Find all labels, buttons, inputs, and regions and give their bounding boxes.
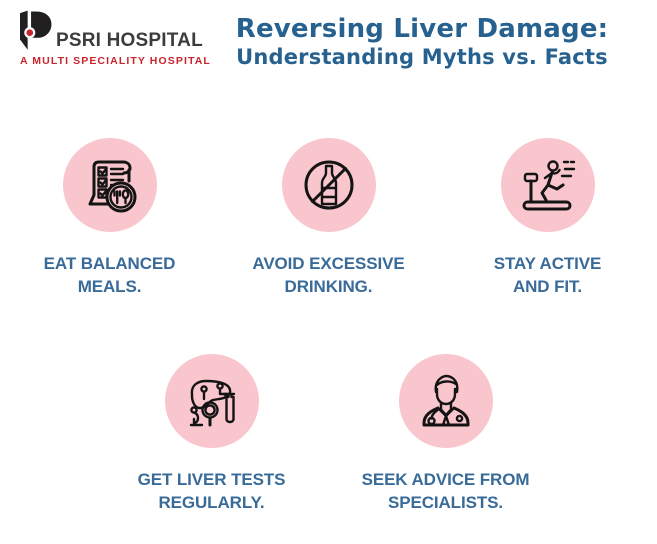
hospital-logo: PSRI HOSPITAL A MULTI SPECIALITY HOSPITA… xyxy=(20,10,220,67)
tips-row-2: GET LIVER TESTS REGULARLY. xyxy=(0,354,657,514)
tip-get-liver-tests: GET LIVER TESTS REGULARLY. xyxy=(95,354,329,514)
doctor-icon xyxy=(422,374,469,427)
tip-stay-active-and-fit: STAY ACTIVE AND FIT. xyxy=(438,138,657,298)
page-title: Reversing Liver Damage: Understanding My… xyxy=(222,14,622,70)
caption-line: EAT BALANCED xyxy=(43,254,176,273)
tip-circle xyxy=(398,354,493,448)
tip-circle xyxy=(500,138,595,232)
caption-line: MEALS. xyxy=(77,277,142,296)
meal-plan-checklist-icon xyxy=(88,160,136,213)
brand-tagline: A MULTI SPECIALITY HOSPITAL xyxy=(20,55,211,67)
tip-caption: GET LIVER TESTS REGULARLY. xyxy=(138,468,286,514)
tips-row-1: EAT BALANCED MEALS. AVOID EXCESSIVE DRIN… xyxy=(0,138,657,298)
tip-circle xyxy=(62,138,157,232)
caption-line: GET LIVER TESTS xyxy=(137,470,286,489)
caption-line: AVOID EXCESSIVE xyxy=(252,254,405,273)
tip-circle xyxy=(164,354,259,448)
tip-caption: STAY ACTIVE AND FIT. xyxy=(494,252,602,298)
tip-caption: EAT BALANCED MEALS. xyxy=(44,252,176,298)
tip-caption: SEEK ADVICE FROM SPECIALISTS. xyxy=(362,468,530,514)
title-line2: Understanding Myths vs. Facts xyxy=(236,45,608,70)
tip-eat-balanced-meals: EAT BALANCED MEALS. xyxy=(0,138,219,298)
psri-p-logo xyxy=(20,10,52,50)
caption-line: STAY ACTIVE xyxy=(493,254,602,273)
caption-line: REGULARLY. xyxy=(158,493,265,512)
caption-line: SEEK ADVICE FROM xyxy=(361,470,530,489)
brand-name: PSRI HOSPITAL xyxy=(56,30,203,51)
liver-test-icon xyxy=(189,379,235,427)
tip-seek-advice-specialists: SEEK ADVICE FROM SPECIALISTS. xyxy=(329,354,563,514)
title-line1: Reversing Liver Damage: xyxy=(235,14,609,44)
caption-line: AND FIT. xyxy=(512,277,583,296)
caption-line: DRINKING. xyxy=(284,277,373,296)
tip-circle xyxy=(281,138,376,232)
tip-caption: AVOID EXCESSIVE DRINKING. xyxy=(252,252,404,298)
no-alcohol-bottle-icon xyxy=(304,160,353,210)
tip-avoid-excessive-drinking: AVOID EXCESSIVE DRINKING. xyxy=(219,138,438,298)
treadmill-runner-icon xyxy=(522,160,575,211)
caption-line: SPECIALISTS. xyxy=(387,493,503,512)
